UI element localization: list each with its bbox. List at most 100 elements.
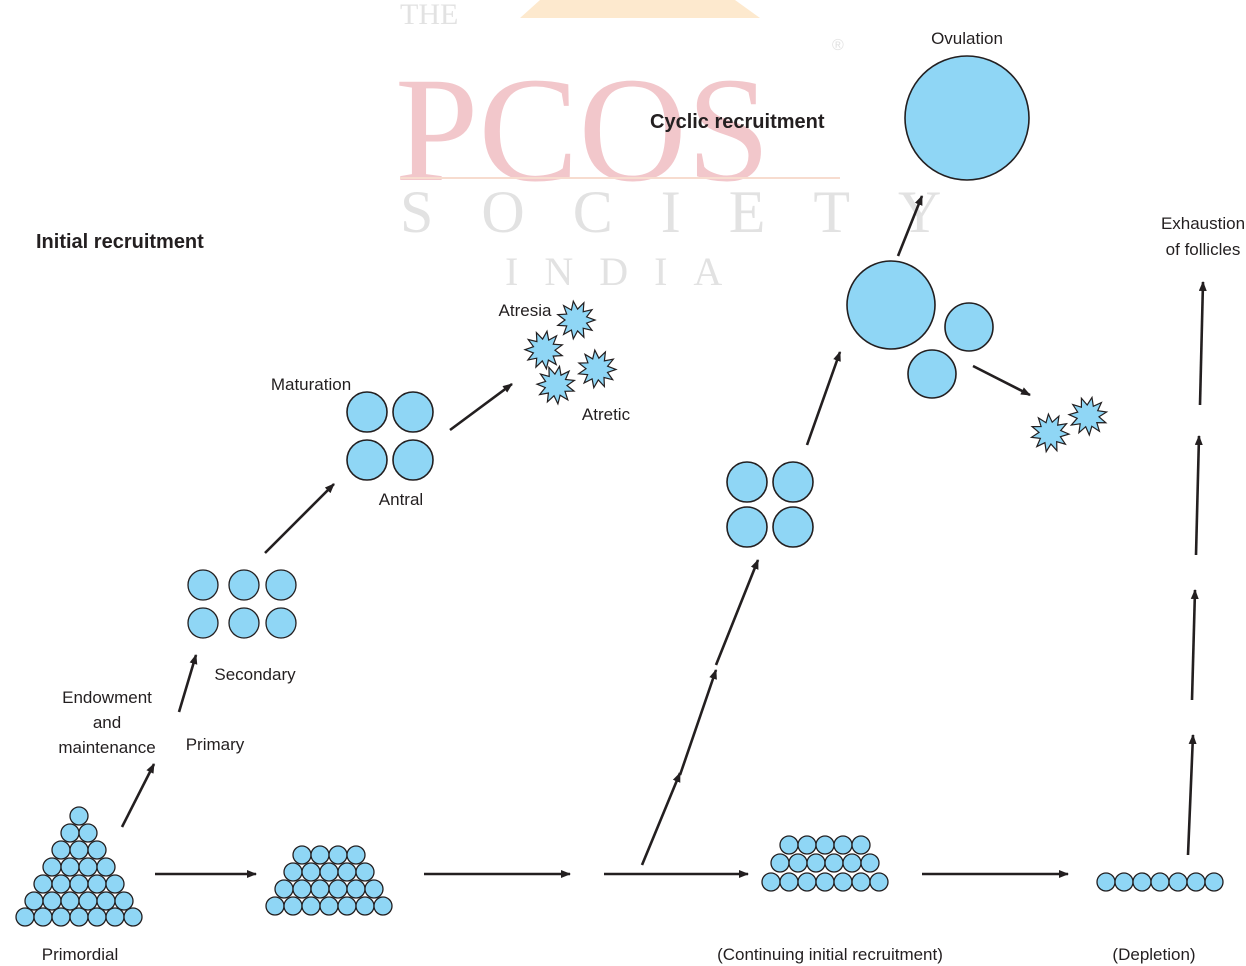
follicle-pool: [761, 872, 781, 892]
primordial-follicle: [60, 857, 80, 877]
primordial-follicle: [114, 891, 134, 911]
primordial-follicle: [78, 891, 98, 911]
recruited-follicle: [726, 506, 768, 548]
follicle-pool: [274, 879, 294, 899]
follicle-pool: [806, 853, 826, 873]
follicle-pool: [833, 872, 853, 892]
follicle-pool: [860, 853, 880, 873]
follicle-pool: [788, 853, 808, 873]
follicle-pool: [301, 862, 321, 882]
primordial-follicle: [123, 907, 143, 927]
follicle-pool: [346, 879, 366, 899]
follicle-pool: [869, 872, 889, 892]
follicle-pool: [265, 896, 285, 916]
antral-follicle: [392, 439, 434, 481]
primordial-follicle: [105, 874, 125, 894]
follicle-pool: [842, 853, 862, 873]
follicle-pool: [364, 879, 384, 899]
primordial-follicle: [69, 874, 89, 894]
secondary-follicle: [228, 607, 260, 639]
label-exhaustion-2: of follicles: [1166, 240, 1241, 259]
label-atretic: Atretic: [582, 405, 631, 424]
label-atresia: Atresia: [499, 301, 552, 320]
follicle-pool: [355, 896, 375, 916]
depleted-follicle: [1186, 872, 1206, 892]
follicle-pool: [770, 853, 790, 873]
primordial-follicle: [15, 907, 35, 927]
depleted-follicle: [1168, 872, 1188, 892]
depleted-follicle: [1114, 872, 1134, 892]
follicle-pool: [851, 872, 871, 892]
arrow: [678, 669, 718, 776]
heading-initial-recruitment: Initial recruitment: [36, 231, 204, 253]
primordial-follicle: [42, 857, 62, 877]
arrow: [972, 364, 1031, 397]
follicle-pool: [328, 845, 348, 865]
recruited-follicle: [772, 461, 814, 503]
recruited-follicle: [772, 506, 814, 548]
primordial-follicle: [96, 891, 116, 911]
follicle-pool: [292, 845, 312, 865]
arrow: [1190, 589, 1199, 701]
follicle-pool: [301, 896, 321, 916]
arrow: [896, 195, 924, 257]
primordial-follicle: [69, 907, 89, 927]
label-depletion: (Depletion): [1112, 945, 1195, 964]
follicle-pool: [779, 835, 799, 855]
watermark-registered: ®: [832, 37, 844, 54]
primordial-follicle: [87, 840, 107, 860]
follicle-pool: [824, 853, 844, 873]
atretic-follicle: [1067, 395, 1109, 437]
arrow: [714, 559, 760, 666]
label-endowment-3: maintenance: [58, 738, 155, 757]
secondary-follicle: [228, 569, 260, 601]
follicle-pool: [779, 872, 799, 892]
depleted-follicle: [1096, 872, 1116, 892]
watermark-logo: THE PCOS ® SOCIETY INDIA: [395, 0, 941, 294]
secondary-follicle: [265, 607, 297, 639]
watermark-sun-icon: [520, 0, 760, 18]
primordial-follicle: [51, 907, 71, 927]
recruited-follicle: [726, 461, 768, 503]
follicle-pool: [355, 862, 375, 882]
arrow: [177, 654, 198, 713]
label-continuing-initial-recruitment: (Continuing initial recruitment): [717, 945, 943, 964]
primordial-follicle: [78, 823, 98, 843]
follicle-pool: [319, 862, 339, 882]
atretic-follicles-layer: [523, 299, 1109, 454]
atretic-follicle: [1029, 412, 1071, 454]
arrow: [449, 382, 513, 432]
label-primary: Primary: [186, 735, 245, 754]
primordial-follicle: [60, 891, 80, 911]
arrow: [264, 483, 335, 554]
arrow: [120, 763, 156, 828]
label-secondary: Secondary: [214, 665, 296, 684]
primordial-follicle: [42, 891, 62, 911]
arrow: [1186, 734, 1197, 856]
secondary-follicle: [187, 607, 219, 639]
arrow: [1198, 281, 1207, 406]
follicle-pool: [337, 896, 357, 916]
secondary-follicle: [187, 569, 219, 601]
depleted-follicle: [1204, 872, 1224, 892]
follicle-pool: [851, 835, 871, 855]
heading-cyclic-recruitment: Cyclic recruitment: [650, 111, 825, 133]
follicle-pool: [346, 845, 366, 865]
label-antral: Antral: [379, 490, 423, 509]
antral-follicle: [392, 391, 434, 433]
follicle-pool: [319, 896, 339, 916]
atretic-follicle: [523, 329, 564, 371]
depleted-follicle: [1150, 872, 1170, 892]
primordial-follicle: [69, 840, 89, 860]
ovulatory-follicle: [904, 55, 1030, 181]
follicle-pool: [283, 862, 303, 882]
watermark-country: INDIA: [505, 249, 748, 294]
follicle-pool: [833, 835, 853, 855]
primordial-follicle: [105, 907, 125, 927]
arrow: [805, 351, 842, 446]
antral-follicle: [346, 439, 388, 481]
primordial-follicle: [87, 907, 107, 927]
follicle-pool: [328, 879, 348, 899]
